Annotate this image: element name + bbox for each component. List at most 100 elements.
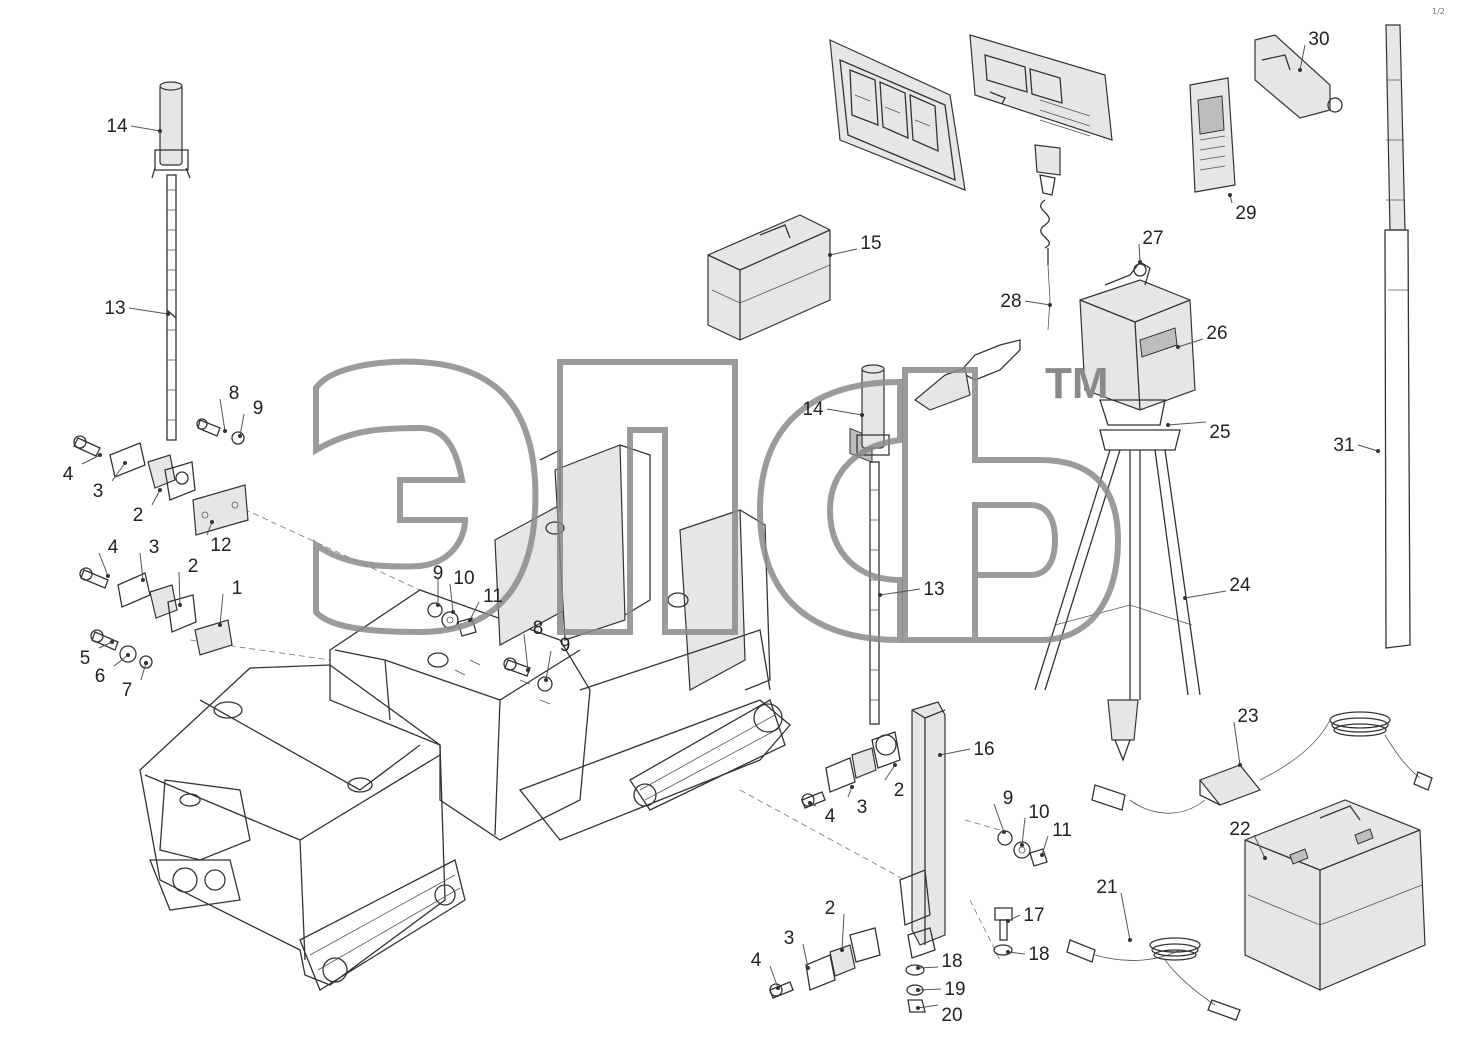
callout-label-12: 12 [210, 535, 231, 556]
callout-dot-23 [1238, 763, 1242, 767]
callout-dot-2 [178, 603, 182, 607]
callout-label-28: 28 [1000, 291, 1021, 312]
sensor-pole-left [151, 81, 191, 441]
callout-label-16: 16 [973, 739, 994, 760]
callout-dot-12 [210, 520, 214, 524]
callout-dot-15 [828, 253, 832, 257]
callout-dot-4 [98, 453, 102, 457]
callout-label-18: 18 [1028, 944, 1049, 965]
callout-label-2: 2 [188, 556, 199, 577]
callout-dot-9 [544, 678, 548, 682]
trademark-symbol: TM [1045, 359, 1109, 408]
callout-label-30: 30 [1308, 29, 1329, 50]
callout-dot-22 [1263, 856, 1267, 860]
callout-leader-4 [98, 552, 109, 577]
callout-label-14: 14 [106, 116, 128, 137]
callout-label-8: 8 [229, 383, 240, 404]
callout-label-13: 13 [923, 579, 944, 600]
callout-leader-23 [1233, 721, 1241, 766]
callout-leader-24 [1184, 590, 1227, 599]
callout-dot-10 [1020, 843, 1024, 847]
stand-16 [899, 701, 946, 959]
callout-label-4: 4 [63, 464, 74, 485]
bracket-30 [1254, 34, 1343, 119]
sensor-pole-center [856, 364, 890, 725]
callout-dot-11 [1040, 853, 1044, 857]
hardware-center [427, 602, 553, 692]
callout-label-9: 9 [253, 398, 264, 419]
callout-leader-2 [884, 764, 896, 781]
callout-dot-24 [1183, 596, 1187, 600]
callout-label-4: 4 [751, 950, 762, 971]
callout-dot-9 [436, 603, 440, 607]
callout-leader-19 [917, 988, 942, 991]
callout-dot-10 [451, 610, 455, 614]
callout-dot-9 [1002, 830, 1006, 834]
callout-dot-9 [238, 434, 242, 438]
carry-case-15 [707, 214, 831, 341]
callout-label-11: 11 [483, 586, 503, 607]
callout-leader-7 [140, 662, 147, 681]
callout-label-26: 26 [1206, 323, 1227, 344]
callout-leader-9 [545, 650, 552, 681]
callout-leader-15 [829, 248, 858, 256]
callout-leader-18 [917, 966, 939, 969]
callout-dot-31 [1376, 449, 1380, 453]
callout-leader-12 [206, 521, 213, 536]
callout-label-10: 10 [1028, 802, 1049, 823]
laser-unit-26 [1079, 261, 1196, 426]
callout-label-9: 9 [1003, 788, 1014, 809]
callout-label-27: 27 [1142, 228, 1163, 249]
callout-label-3: 3 [857, 797, 868, 818]
clamp-assembly-lower-left [79, 567, 233, 669]
callout-label-4: 4 [825, 806, 836, 827]
callout-dot-3 [141, 578, 145, 582]
callout-label-13: 13 [104, 298, 125, 319]
callout-label-1: 1 [232, 578, 243, 599]
callout-leader-9 [993, 803, 1005, 833]
callout-label-31: 31 [1333, 435, 1354, 456]
callout-label-2: 2 [133, 505, 144, 526]
callout-dot-2 [158, 488, 162, 492]
callout-leader-28 [1024, 300, 1051, 306]
callout-label-17: 17 [1023, 905, 1044, 926]
callout-label-15: 15 [860, 233, 881, 254]
callout-dot-3 [806, 966, 810, 970]
callout-label-14: 14 [802, 399, 824, 420]
mast-31 [1384, 24, 1411, 649]
callout-dot-2 [840, 948, 844, 952]
callout-leader-11 [1041, 835, 1049, 856]
callout-label-3: 3 [149, 537, 160, 558]
callout-label-23: 23 [1237, 706, 1258, 727]
clamp-assembly-center [801, 731, 901, 809]
callout-dot-11 [468, 618, 472, 622]
callout-leader-18 [1007, 951, 1026, 955]
callout-label-4: 4 [108, 537, 119, 558]
callout-label-29: 29 [1235, 203, 1256, 224]
callout-label-6: 6 [95, 666, 106, 687]
callout-leader-16 [939, 748, 971, 756]
callout-leader-31 [1357, 444, 1379, 452]
callout-dot-13 [878, 593, 882, 597]
callout-dot-14 [860, 413, 864, 417]
callout-dot-17 [1006, 919, 1010, 923]
callout-leader-3 [111, 462, 126, 482]
callout-leader-5 [98, 641, 113, 649]
callout-dot-6 [126, 653, 130, 657]
clamp-assembly-bottom [769, 927, 881, 999]
callout-label-11: 11 [1052, 820, 1072, 841]
callout-label-20: 20 [941, 1005, 962, 1026]
callout-leader-21 [1120, 892, 1131, 941]
callout-dot-18 [1006, 950, 1010, 954]
callout-leader-4 [769, 965, 779, 989]
callout-label-2: 2 [825, 898, 836, 919]
paver-machine [139, 444, 1001, 991]
callout-leader-2 [178, 571, 181, 606]
watermark-logo: TM [313, 358, 1122, 644]
callout-leader-14 [130, 125, 161, 132]
callout-label-3: 3 [93, 481, 104, 502]
callout-label-7: 7 [122, 680, 133, 701]
callout-label-18: 18 [941, 951, 962, 972]
callout-leader-26 [1177, 338, 1204, 348]
callout-leader-20 [917, 1004, 939, 1009]
